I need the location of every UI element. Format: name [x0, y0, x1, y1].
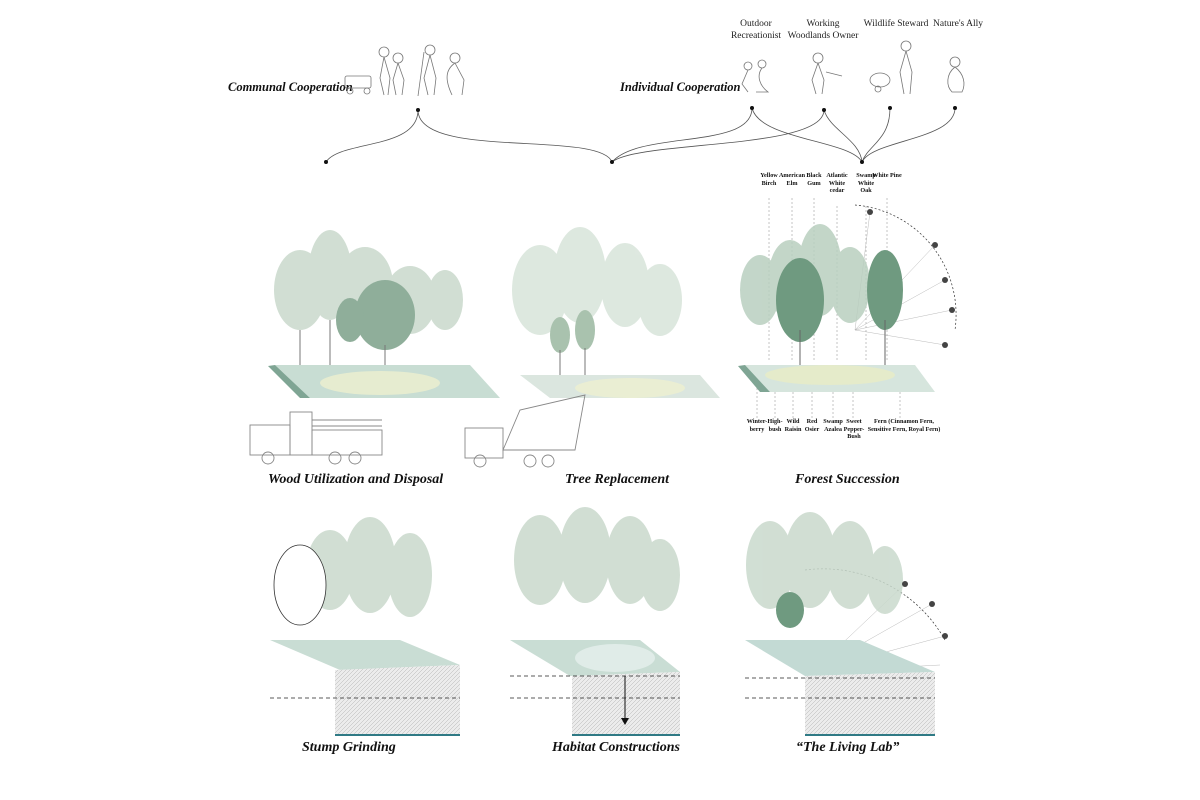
species-highbush: High-bush	[767, 418, 783, 433]
node-replace	[610, 160, 614, 164]
panel-replace-illustration	[464, 227, 720, 468]
species-red-osier: Red Osier	[804, 418, 820, 433]
persona-outdoor-recreationist: Outdoor Recreationist	[730, 19, 782, 41]
species-atlantic-white-cedar: Atlantic White cedar	[826, 172, 848, 194]
dump-truck-icon	[464, 394, 586, 468]
persona-wildlife-steward: Wildlife Steward	[863, 19, 929, 29]
natures-ally-icon	[947, 56, 965, 93]
node-steward	[888, 106, 892, 110]
species-wild-raisin: Wild Raisin	[784, 418, 802, 433]
node-wood	[324, 160, 328, 164]
caption-living-lab: “The Living Lab”	[796, 740, 900, 755]
woodlands-owner-icon	[811, 52, 843, 95]
node-woodlands	[822, 108, 826, 112]
chipmunk-icon	[942, 342, 948, 348]
species-swamp-white-oak: Swamp White Oak	[856, 172, 876, 194]
rabbit-icon	[942, 277, 948, 283]
caption-habitat-constructions: Habitat Constructions	[552, 740, 680, 755]
species-yellow-birch: Yellow Birch	[760, 172, 778, 187]
logging-truck-icon	[249, 411, 383, 465]
caption-tree-replacement: Tree Replacement	[565, 472, 670, 487]
individual-cooperation-label: Individual Cooperation	[620, 80, 741, 94]
panel-habitat-illustration	[510, 507, 680, 736]
species-fern: Fern (Cinnamon Fern, Sensitive Fern, Roy…	[867, 418, 941, 433]
persona-working-woodlands-owner: Working Woodlands Owner	[787, 19, 859, 41]
species-american-elm: American Elm	[778, 172, 806, 187]
caption-forest-succession: Forest Succession	[795, 472, 900, 487]
snake-icon	[902, 581, 908, 587]
wildlife-steward-icon	[869, 40, 913, 95]
node-recreationist	[750, 106, 754, 110]
communal-group-icon	[344, 44, 465, 97]
recreationist-icon	[741, 59, 770, 93]
node-communal	[416, 108, 420, 112]
caption-stump-grinding: Stump Grinding	[302, 740, 396, 755]
lizard-icon	[929, 601, 935, 607]
panel-wood-illustration	[249, 230, 500, 465]
node-succession	[860, 160, 864, 164]
frog-icon	[942, 633, 948, 639]
panel-stump-illustration	[270, 517, 460, 736]
communal-cooperation-label: Communal Cooperation	[228, 80, 353, 94]
squirrel-icon	[932, 242, 938, 248]
persona-natures-ally: Nature's Ally	[933, 19, 983, 29]
porcupine-icon	[949, 307, 955, 313]
panel-lab-illustration	[745, 512, 948, 736]
node-ally	[953, 106, 957, 110]
species-black-gum: Black Gum	[806, 172, 822, 187]
panel-succession-illustration	[738, 209, 955, 392]
species-white-pine: White Pine	[872, 172, 902, 179]
bird-icon	[867, 209, 873, 215]
species-swamp-azalea: Swamp Azalea	[823, 418, 843, 433]
species-sweet-pepper-bush: Sweet Pepper-Bush	[843, 418, 865, 440]
caption-wood-utilization: Wood Utilization and Disposal	[268, 472, 444, 487]
species-winterberry: Winter-berry	[746, 418, 768, 433]
